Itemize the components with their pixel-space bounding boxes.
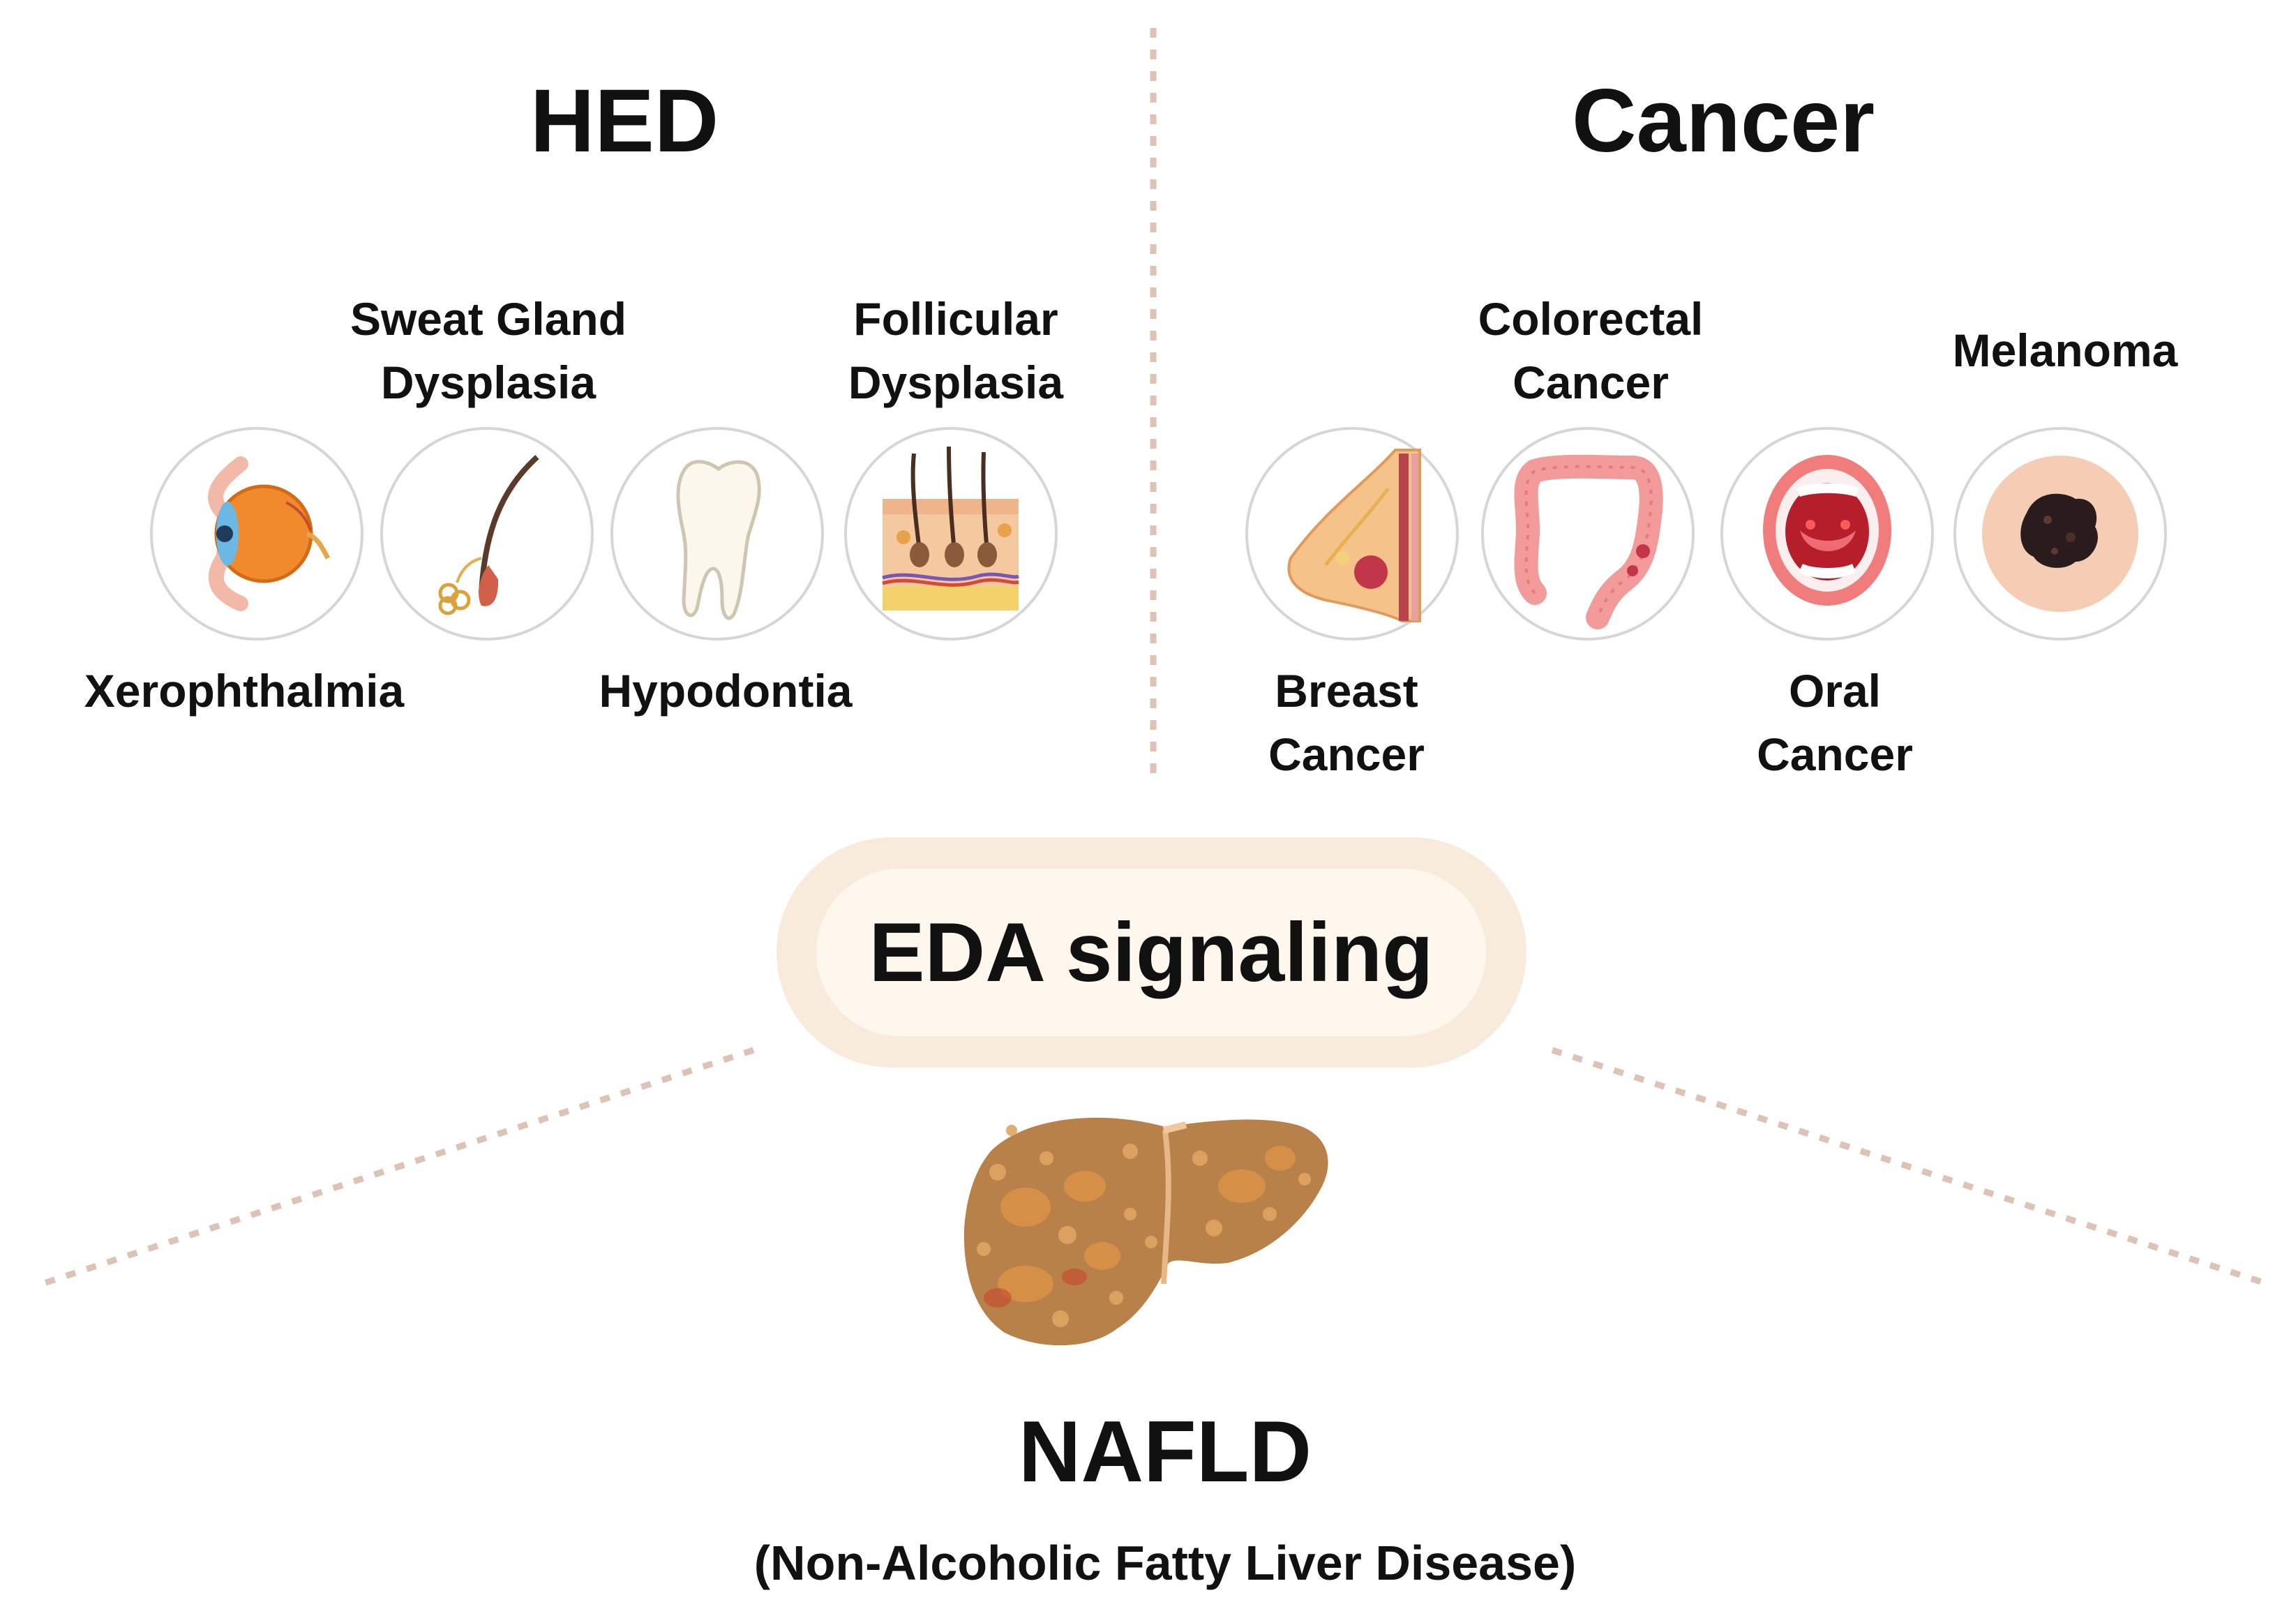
fatty-liver-icon <box>963 1117 1328 1346</box>
hair-follicle-sweat-gland-icon <box>380 427 594 641</box>
hed-section-title: HED <box>530 71 719 171</box>
cancer-section-title: Cancer <box>1572 71 1875 171</box>
nafld-title: NAFLD <box>1018 1404 1312 1500</box>
skin-cross-section-icon <box>844 427 1058 641</box>
tooth-icon <box>610 427 824 641</box>
colorectal-cancer-label: Colorectal Cancer <box>1478 293 1704 409</box>
sweat-gland-dysplasia-label: Sweat Gland Dysplasia <box>350 293 627 409</box>
hypodontia-label: Hypodontia <box>599 665 853 717</box>
oral-cancer-label: Oral Cancer <box>1757 665 1913 781</box>
left-diagonal-divider <box>40 1047 755 1287</box>
eda-signaling-label: EDA signaling <box>869 906 1434 999</box>
breast-cancer-label: Breast Cancer <box>1268 665 1425 781</box>
open-mouth-icon <box>1720 427 1934 641</box>
right-diagonal-divider <box>1551 1047 2269 1287</box>
breast-icon <box>1245 427 1459 641</box>
colon-icon <box>1481 427 1695 641</box>
nafld-subtitle: (Non-Alcoholic Fatty Liver Disease) <box>753 1536 1577 1590</box>
follicular-dysplasia-label: Follicular Dysplasia <box>848 293 1064 409</box>
melanoma-lesion-icon <box>1953 427 2167 641</box>
xerophthalmia-label: Xerophthalmia <box>84 665 405 717</box>
eda-pill-inner <box>816 869 1486 1036</box>
melanoma-label: Melanoma <box>1952 324 2178 376</box>
eye-icon <box>150 427 363 641</box>
